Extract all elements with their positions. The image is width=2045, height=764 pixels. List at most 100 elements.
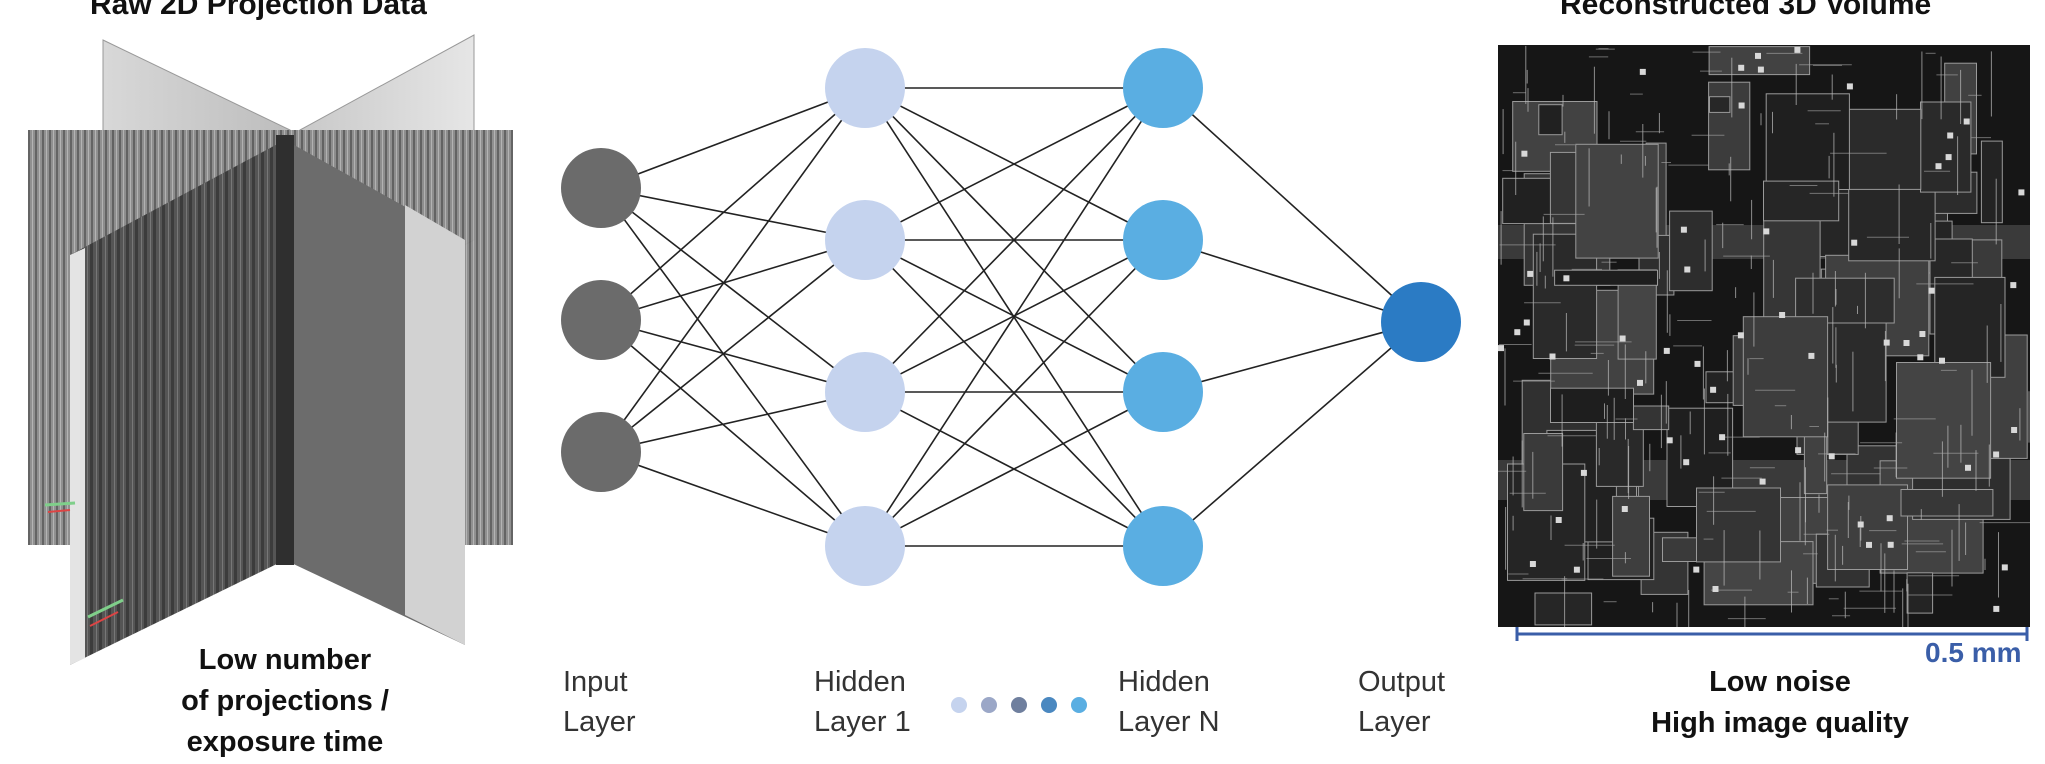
micro-pad [1666,437,1673,444]
micro-pad [2011,427,2018,433]
hidden-layer-n-label-line-2: Layer N [1118,706,1220,738]
micro-pad [1993,605,2000,612]
network-edge [864,87,1164,547]
micro-block [1765,93,1850,190]
micro-pad [1637,379,1643,386]
micro-block [1632,405,1670,431]
micro-pad [1621,506,1628,512]
micro-pad [1779,312,1786,318]
micro-pad [1684,266,1691,273]
ellipsis-dot [1011,697,1027,713]
network-edge [600,87,866,189]
network-edge [600,87,866,453]
input-node [561,412,641,492]
micro-block [1934,276,2006,378]
network-edge [600,391,866,453]
network-edge [864,239,1164,547]
micro-pad [1498,345,1504,352]
micro-pad [1903,340,1910,346]
micro-pad [1710,386,1717,393]
left-caption-line-1: Low number [198,644,372,676]
micro-block [1827,484,1909,570]
input-layer-label-line-2: Layer [563,706,636,738]
hidden-n-node [1123,352,1203,432]
micro-pad [1928,287,1935,294]
micro-pad [1883,339,1890,346]
micro-pad [1521,150,1528,157]
reconstructed-volume-image [1498,45,2030,627]
micro-pad [1529,561,1536,567]
micro-pad [1737,332,1744,339]
micro-block [1896,362,1992,479]
micro-pad [1963,118,1970,125]
micro-pad [1886,515,1893,522]
micro-pad [1759,478,1766,485]
right-caption-line-1: Low noise [1709,666,1851,698]
micro-pad [1712,586,1719,592]
right-panel-title: Reconstructed 3D Volume [1560,0,1932,21]
output-layer-label-line-1: Output [1358,666,1446,698]
micro-pad [1919,331,1926,337]
micro-pad [1947,132,1954,139]
ellipsis-dot [951,697,967,713]
micro-pad [1828,453,1835,460]
hidden-layer-n-label: Hidden Layer N [1118,662,1220,742]
micro-pad [1514,329,1521,336]
network-edge [600,87,866,321]
network-edge [600,239,866,321]
network-edge [600,187,866,547]
micro-pad [1555,517,1562,523]
marker-green-2 [87,598,124,619]
network-edge [1162,321,1422,547]
network-edge [864,87,1164,393]
hidden-layer-1-label-line-2: Layer 1 [814,706,911,738]
hidden-n-node [1123,48,1203,128]
micro-block [1980,140,2003,224]
micro-pad [1917,354,1924,361]
micro-pad [1639,68,1646,75]
micro-block [1612,495,1650,577]
right-caption-line-2: High image quality [1651,707,1909,739]
micro-block [1920,101,1972,193]
layer-ellipsis-dots [951,697,1087,713]
micro-block [1554,269,1658,286]
micro-block [1550,387,1634,424]
network-edge [600,319,866,547]
micro-pad [2001,564,2008,571]
micro-pad [1680,226,1687,233]
micro-pad [1580,469,1587,476]
hidden-layer-1-label: Hidden Layer 1 [814,662,911,742]
scale-bar [1515,627,2029,641]
micro-pad [1857,521,1864,528]
network-edge [600,451,866,547]
input-node [561,148,641,228]
micro-pad [1549,353,1556,360]
network-edge [600,319,866,393]
output-layer-label: Output Layer [1358,662,1445,742]
micro-block [1900,489,1994,517]
micro-pad [1683,459,1690,466]
ellipsis-dot [1041,697,1057,713]
marker-red [47,509,71,513]
network-edge [1162,239,1422,323]
network-edge [600,187,866,393]
input-layer-label-line-1: Input [563,666,628,698]
ellipsis-dot [1071,697,1087,713]
micro-block [1538,104,1563,136]
hidden-n-node [1123,200,1203,280]
input-node [561,280,641,360]
ellipsis-dot [981,697,997,713]
micro-pad [1763,228,1770,235]
micro-pad [1794,46,1801,53]
micro-pad [1757,66,1764,73]
micro-pad [1887,541,1894,548]
hidden-1-node [825,48,905,128]
micro-pad [1663,347,1670,354]
hidden-1-node [825,200,905,280]
micro-block [1742,316,1829,438]
micro-pad [1993,451,2000,458]
marker-red-2 [89,611,119,627]
micro-block [1523,433,1564,512]
output-node [1381,282,1461,362]
left-caption-line-2: of projections / [181,685,389,717]
